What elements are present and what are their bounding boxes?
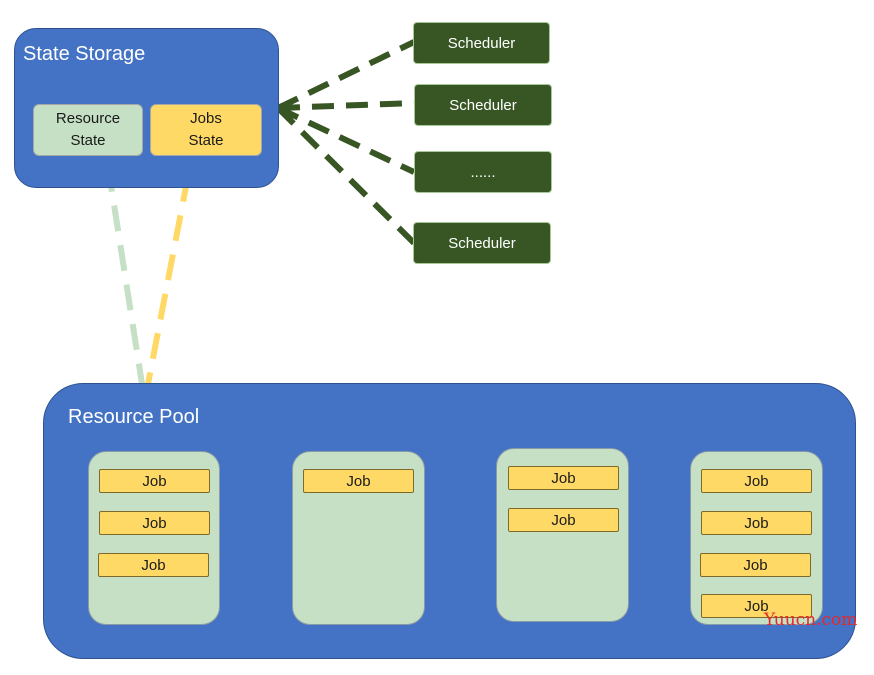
scheduler-box: Scheduler [413, 222, 551, 264]
job-box: Job [303, 469, 414, 493]
state-storage-box: State Storage Resource State Jobs State [14, 28, 279, 188]
job-box: Job [700, 553, 811, 577]
scheduler-box: Scheduler [413, 22, 550, 64]
scheduler-placeholder-box: ...... [414, 151, 552, 193]
job-box: Job [99, 511, 210, 535]
connector-scheduler-2 [277, 100, 415, 111]
job-box: Job [508, 466, 619, 490]
state-storage-title: State Storage [23, 43, 146, 65]
watermark-text: Yuucn.com [764, 610, 858, 630]
connector-scheduler-1 [276, 39, 416, 111]
job-box: Job [98, 553, 209, 577]
job-box: Job [701, 469, 812, 493]
job-box: Job [99, 469, 210, 493]
job-box: Job [508, 508, 619, 532]
resource-state-box: Resource State [33, 104, 143, 156]
connector-scheduler-3 [276, 105, 416, 175]
connector-jobs-state [145, 175, 191, 385]
jobs-state-box: Jobs State [150, 104, 262, 156]
job-box: Job [701, 594, 812, 618]
connector-scheduler-4 [275, 105, 417, 246]
connector-resource-state [105, 165, 145, 385]
job-box: Job [701, 511, 812, 535]
resource-pool-title: Resource Pool [68, 406, 200, 428]
scheduler-box: Scheduler [414, 84, 552, 126]
